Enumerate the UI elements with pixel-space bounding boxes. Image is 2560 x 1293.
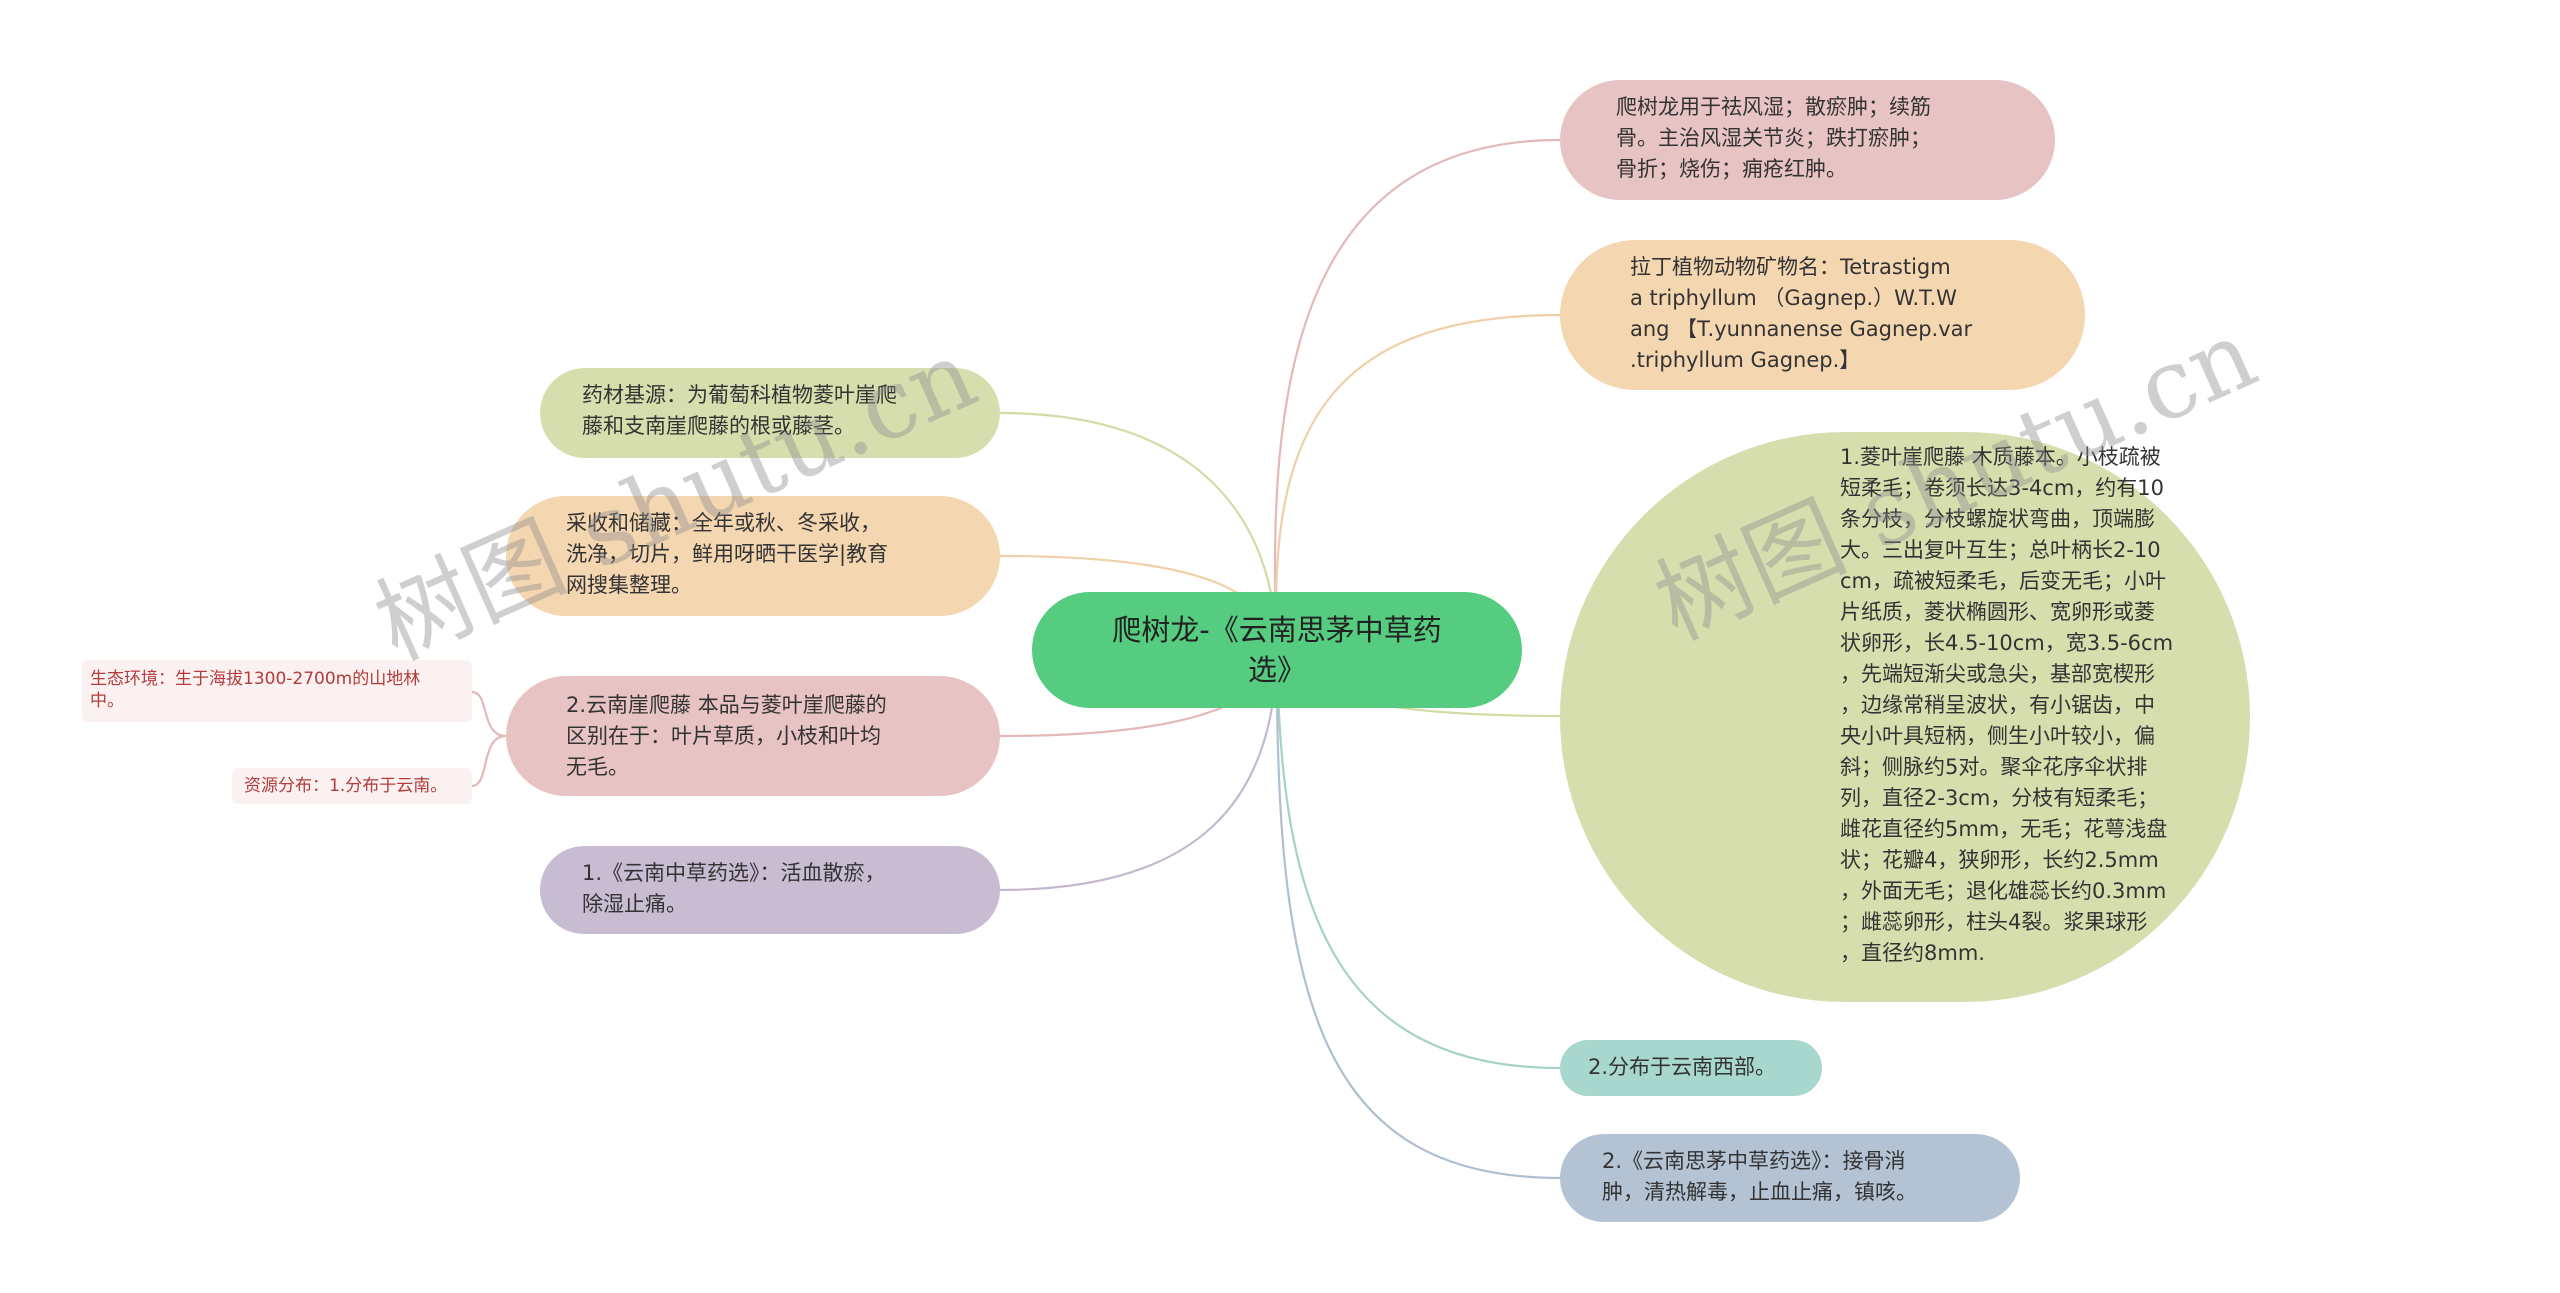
node-text-line: 藤和支南崖爬藤的根或藤茎。 [582, 414, 855, 438]
node-text-line: 中。 [90, 691, 124, 711]
node-text-line: ，边缘常稍呈波状，有小锯齿，中 [1840, 693, 2155, 717]
root-node[interactable]: 爬树龙-《云南思茅中草药 选》 [1032, 592, 1522, 708]
node-harvest[interactable]: 采收和储藏：全年或秋、冬采收， 洗净，切片，鲜用呀晒干医学|教育 网搜集整理。 [506, 496, 1000, 616]
node-text-line: 洗净，切片，鲜用呀晒干医学|教育 [566, 542, 889, 566]
node-text-line: 大。三出复叶互生；总叶柄长2-10 [1840, 538, 2161, 562]
node-text-line: 状；花瓣4，狭卵形，长约2.5mm [1840, 848, 2159, 872]
node-text-line: 采收和储藏：全年或秋、冬采收， [566, 511, 881, 535]
root-line-1: 爬树龙-《云南思茅中草药 [1112, 613, 1442, 647]
node-text-line: 骨。主治风湿关节炎；跌打瘀肿； [1616, 126, 1931, 150]
node-text-line: 2.云南崖爬藤 本品与菱叶崖爬藤的 [566, 693, 887, 717]
node-text-line: 1.《云南中草药选》：活血散瘀， [582, 861, 886, 885]
node-text-line: 短柔毛；卷须长达3-4cm，约有10 [1840, 476, 2165, 500]
node-text-line: .triphyllum Gagnep.】 [1630, 348, 1861, 372]
node-text-line: 拉丁植物动物矿物名：Tetrastigm [1630, 255, 1951, 279]
node-text-line: 央小叶具短柄，侧生小叶较小，偏 [1840, 724, 2155, 748]
node-source[interactable]: 药材基源：为葡萄科植物菱叶崖爬 藤和支南崖爬藤的根或藤茎。 [540, 368, 1000, 458]
node-yunnan-variety[interactable]: 2.云南崖爬藤 本品与菱叶崖爬藤的 区别在于：叶片草质，小枝和叶均 无毛。 [506, 676, 1000, 796]
link-l3-s2 [471, 734, 507, 788]
node-distribution[interactable]: 2.分布于云南西部。 [1560, 1040, 1822, 1096]
node-text-line: 2.《云南思茅中草药选》：接骨消 [1602, 1149, 1906, 1173]
node-text-line: 雌花直径约5mm，无毛；花萼浅盘 [1840, 817, 2168, 841]
link-l3-s1 [471, 690, 507, 738]
node-text-line: 1.菱叶崖爬藤 木质藤本。小枝疏被 [1840, 445, 2161, 469]
node-text-line: 无毛。 [566, 755, 629, 779]
node-text-line: 资源分布：1.分布于云南。 [244, 776, 448, 796]
node-text-line: ang 【T.yunnanense Gagnep.var [1630, 317, 1973, 341]
node-morphology[interactable]: 1.菱叶崖爬藤 木质藤本。小枝疏被 短柔毛；卷须长达3-4cm，约有10 条分枝… [1560, 432, 2250, 1002]
node-text-line: 肿，清热解毒，止血止痛，镇咳。 [1602, 1180, 1917, 1204]
node-yunnan-herbal-source[interactable]: 1.《云南中草药选》：活血散瘀， 除湿止痛。 [540, 846, 1000, 934]
node-text-line: ，先端短渐尖或急尖，基部宽楔形 [1840, 662, 2155, 686]
node-text-line: 生态环境：生于海拔1300-2700m的山地林 [90, 669, 421, 689]
node-text-line: 2.分布于云南西部。 [1588, 1055, 1777, 1079]
node-text-line: 列，直径2-3cm，分枝有短柔毛； [1840, 786, 2159, 810]
node-text-line: 条分枝，分枝螺旋状弯曲，顶端膨 [1840, 507, 2155, 531]
node-usage[interactable]: 爬树龙用于祛风湿；散瘀肿；续筋 骨。主治风湿关节炎；跌打瘀肿； 骨折；烧伤；痈疮… [1560, 80, 2055, 200]
node-text-line: cm，疏被短柔毛，后变无毛；小叶 [1840, 569, 2167, 593]
node-text-line: ，外面无毛；退化雄蕊长约0.3mm [1840, 879, 2167, 903]
node-text-line: 斜；侧脉约5对。聚伞花序伞状排 [1840, 755, 2148, 779]
node-text-line: ，直径约8mm. [1840, 941, 1985, 965]
node-text-line: 片纸质，菱状椭圆形、宽卵形或菱 [1840, 600, 2155, 624]
node-text-line: a triphyllum （Gagnep.）W.T.W [1630, 286, 1957, 310]
node-text-line: 除湿止痛。 [582, 892, 687, 916]
subnode-habitat[interactable]: 生态环境：生于海拔1300-2700m的山地林 中。 [82, 660, 472, 722]
node-text-line: 网搜集整理。 [566, 573, 692, 597]
node-text-line: 爬树龙用于祛风湿；散瘀肿；续筋 [1616, 95, 1931, 119]
node-simao-source[interactable]: 2.《云南思茅中草药选》：接骨消 肿，清热解毒，止血止痛，镇咳。 [1560, 1134, 2020, 1222]
node-text-line: 骨折；烧伤；痈疮红肿。 [1616, 157, 1847, 181]
link-root-r5 [1275, 649, 1561, 1180]
link-root-r1 [1273, 138, 1561, 651]
node-latin-name[interactable]: 拉丁植物动物矿物名：Tetrastigm a triphyllum （Gagne… [1560, 240, 2085, 390]
node-text-line: 区别在于：叶片草质，小枝和叶均 [566, 724, 881, 748]
node-text-line: 状卵形，长4.5-10cm，宽3.5-6cm [1840, 631, 2174, 655]
link-root-r2 [1274, 313, 1561, 651]
link-root-r4 [1275, 649, 1561, 1070]
root-line-2: 选》 [1247, 653, 1306, 687]
subnode-resource[interactable]: 资源分布：1.分布于云南。 [232, 768, 472, 804]
node-text-line: 药材基源：为葡萄科植物菱叶崖爬 [582, 383, 897, 407]
node-text-line: ；雌蕊卵形，柱头4裂。浆果球形 [1840, 910, 2148, 934]
